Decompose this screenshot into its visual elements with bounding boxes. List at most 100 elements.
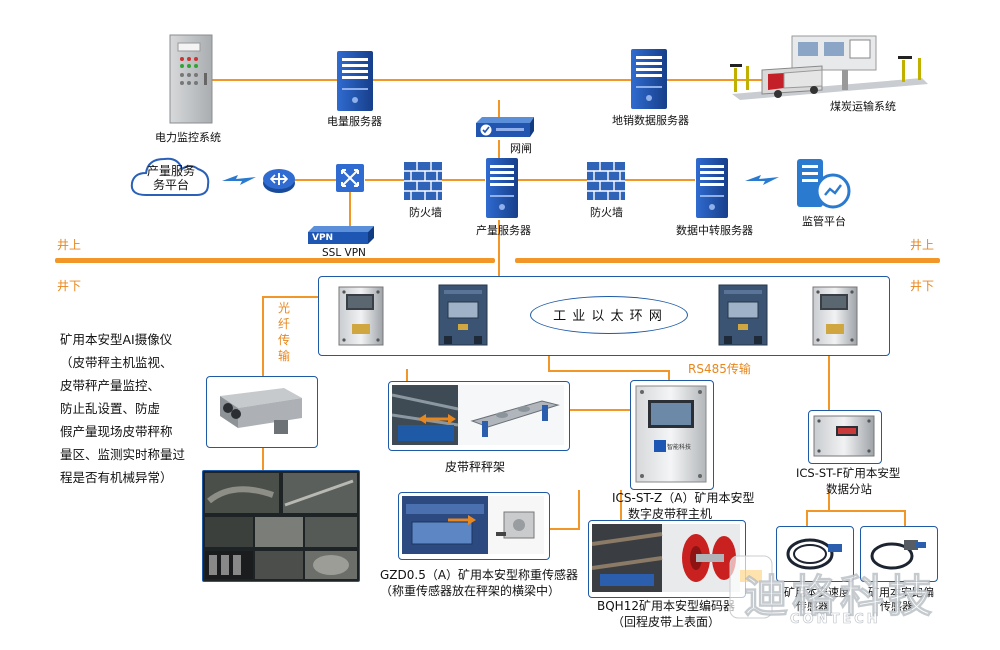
line-ring-to-host [548, 370, 668, 372]
supervision-platform-icon [795, 155, 851, 211]
camera-description: 矿用本安型AI摄像仪 （皮带秤主机监视、 皮带秤产量监控、 防止乱设置、防虚 假… [60, 328, 185, 489]
line-substation-to-sensors [828, 490, 830, 510]
power-monitor-label: 电力监控系统 [155, 131, 221, 144]
gatekeeper-label: 网闸 [510, 142, 532, 155]
firewall-left-label: 防火墙 [409, 206, 442, 219]
surface-divider-left [55, 258, 495, 263]
ssl-vpn-label: SSL VPN [322, 247, 366, 259]
belt-scale-photo [391, 385, 564, 445]
firewall-icon-left [403, 161, 443, 201]
deviation-sensor-label-line2: 传感器 [880, 600, 913, 613]
line-switch-to-vpn [349, 192, 351, 228]
cloud-icon [126, 151, 214, 201]
line-ring-to-substation [828, 356, 830, 411]
camera-desc-line-3: 皮带秤产量监控、 [60, 378, 161, 393]
underground-label-left: 井下 [57, 279, 82, 293]
line-loadcell-to-host [548, 528, 580, 530]
line-sensor-left [806, 510, 808, 526]
encoder-label-line1: BQH12矿用本安型编码器 [597, 599, 735, 613]
camera-desc-line-6: 量区、监测实时称量过 [60, 447, 186, 462]
line-scale-frame-to-host [568, 409, 630, 411]
encoder-label-line2: （回程皮带上表面） [612, 615, 721, 629]
ring-ellipse [530, 296, 688, 334]
camera-desc-line-5: 假产量现场皮带秤称 [60, 424, 173, 439]
watermark-text: 迪格科技 [744, 571, 936, 623]
line-gatekeeper-to-prodserver [498, 140, 500, 165]
load-cell-label-line2: （称重传感器放在秤架的横梁中） [380, 584, 561, 598]
speed-sensor-label-line1: 矿用本安速度 [784, 586, 850, 599]
firewall-right-label: 防火墙 [590, 206, 623, 219]
underground-label-right: 井下 [910, 279, 935, 293]
local-sales-server-icon [630, 48, 668, 110]
ai-camera-icon [214, 382, 310, 440]
encoder-photo [591, 524, 740, 592]
substation-label-line1: ICS-ST-F矿用本安型 [796, 466, 901, 480]
line-sensors-bus [806, 510, 906, 512]
vpn-badge: VPN [312, 233, 334, 243]
camera-desc-line-1: 矿用本安型AI摄像仪 [60, 332, 173, 347]
gatekeeper-icon [472, 113, 536, 141]
camera-desc-line-4: 防止乱设置、防虚 [60, 401, 161, 416]
camera-desc-line-7: 程是否有机械异常） [60, 470, 173, 485]
power-cabinet-icon [168, 33, 214, 125]
line-host-to-encoder [620, 490, 622, 520]
line-power-to-server [210, 79, 350, 81]
camera-feed-mosaic [202, 470, 360, 582]
watermark-subtext: CONTECH [790, 612, 881, 628]
speed-sensor-icon [780, 530, 848, 576]
data-relay-server-icon [695, 157, 729, 219]
substation-label-line2: 数据分站 [826, 482, 872, 496]
deviation-sensor-label-line1: 矿用本安跑偏 [868, 586, 934, 599]
line-camera-down [262, 448, 264, 472]
router-icon [262, 165, 296, 195]
watermark-logo [726, 552, 776, 622]
line-fiber-vertical [262, 296, 264, 378]
stainless-switch-icon-1 [336, 284, 386, 348]
belt-scale-host-icon [634, 384, 708, 484]
supervision-platform-label: 监管平台 [802, 215, 846, 228]
fiber-transmission-label: 光纤传输 [277, 301, 290, 363]
power-server-icon [336, 50, 374, 112]
production-platform-label: 产量服务 务平台 [146, 164, 195, 192]
switch-icon [335, 163, 365, 193]
belt-scale-frame-label: 皮带秤秤架 [445, 460, 506, 474]
host-label-line1: ICS-ST-Z（A）矿用本安型 [612, 491, 755, 505]
load-cell-photo [402, 496, 544, 554]
explosion-proof-box-icon-2 [716, 282, 770, 348]
line-scale-up [406, 369, 408, 381]
surface-label-left: 井上 [57, 238, 82, 252]
line-ring-down [548, 356, 550, 372]
line-host-from-ring [668, 370, 670, 382]
line-sensor-right [904, 510, 906, 526]
stainless-switch-icon-2 [810, 284, 860, 348]
coal-transport-label: 煤炭运输系统 [830, 100, 896, 113]
production-server-label: 产量服务器 [476, 224, 531, 237]
power-server-label: 电量服务器 [327, 115, 382, 128]
camera-desc-line-2: （皮带秤主机监视、 [60, 355, 173, 370]
line-host-to-loadcell [578, 490, 580, 530]
deviation-sensor-icon [864, 530, 932, 576]
coal-truck-scale-icon [722, 30, 932, 102]
host-label-line2: 数字皮带秤主机 [628, 507, 713, 521]
host-screen-brand: 智能科技 [667, 444, 692, 451]
local-sales-server-label: 地销数据服务器 [612, 114, 689, 127]
line-sales-to-coal [660, 79, 790, 81]
rs485-label: RS485传输 [688, 362, 751, 376]
line-server-to-sales [358, 79, 658, 81]
surface-label-right: 井上 [910, 238, 935, 252]
surface-divider-right [515, 258, 940, 263]
data-relay-server-label: 数据中转服务器 [676, 224, 753, 237]
line-gatekeeper-down [498, 100, 500, 130]
load-cell-label-line1: GZD0.5（A）矿用本安型称重传感器 [380, 568, 579, 582]
ring-network-label: 工 业 以 太 环 网 [553, 309, 663, 324]
firewall-icon-right [586, 161, 626, 201]
data-substation-icon [812, 414, 876, 458]
line-fiber-top [262, 296, 320, 298]
line-router-to-switch [290, 179, 340, 181]
line-prodserver-down [498, 220, 500, 278]
production-server-icon [485, 157, 519, 219]
wireless-bolt-icon-right [745, 172, 779, 186]
wireless-bolt-icon-left [222, 172, 256, 186]
ssl-vpn-icon [306, 224, 376, 246]
explosion-proof-box-icon-1 [436, 282, 490, 348]
